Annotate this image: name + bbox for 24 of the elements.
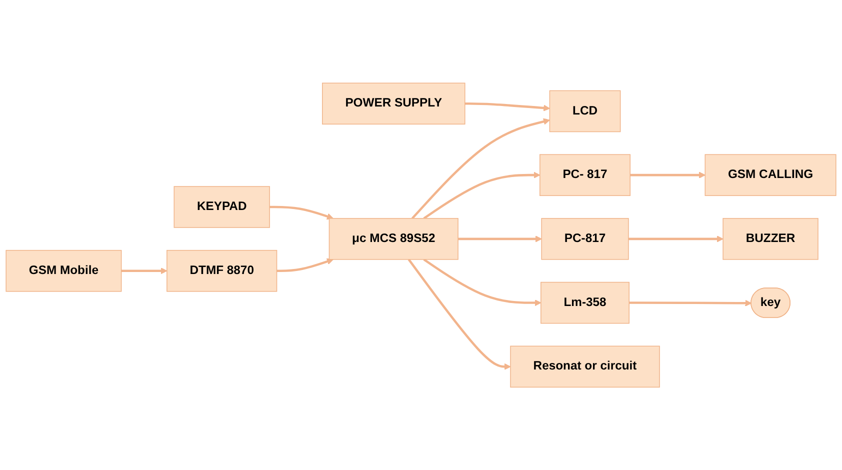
node-box: PC- 817 [540, 154, 631, 196]
arrow [629, 300, 752, 306]
arrow [464, 102, 550, 112]
node-box: DTMF 8870 [166, 250, 278, 292]
node-box: POWER SUPPLY [322, 82, 466, 124]
arrow [276, 258, 334, 272]
arrow [458, 235, 542, 242]
arrow [630, 172, 706, 178]
arrow [423, 172, 540, 220]
node-box: μc MCS 89S52 [328, 218, 458, 260]
arrow [270, 206, 334, 220]
arrow [121, 267, 168, 274]
node-box: LCD [549, 90, 621, 132]
node-box: Lm-358 [540, 282, 630, 324]
node-box: PC-817 [541, 218, 629, 260]
node-box: GSM CALLING [704, 154, 836, 196]
arrow [411, 118, 550, 220]
arrow [628, 235, 724, 242]
node-box: GSM Mobile [6, 250, 122, 292]
node-box: Resonat or circuit [510, 346, 660, 388]
node-box: KEYPAD [174, 186, 270, 228]
arrow [423, 258, 542, 306]
node-box: BUZZER [722, 218, 818, 260]
arrow [408, 258, 511, 370]
